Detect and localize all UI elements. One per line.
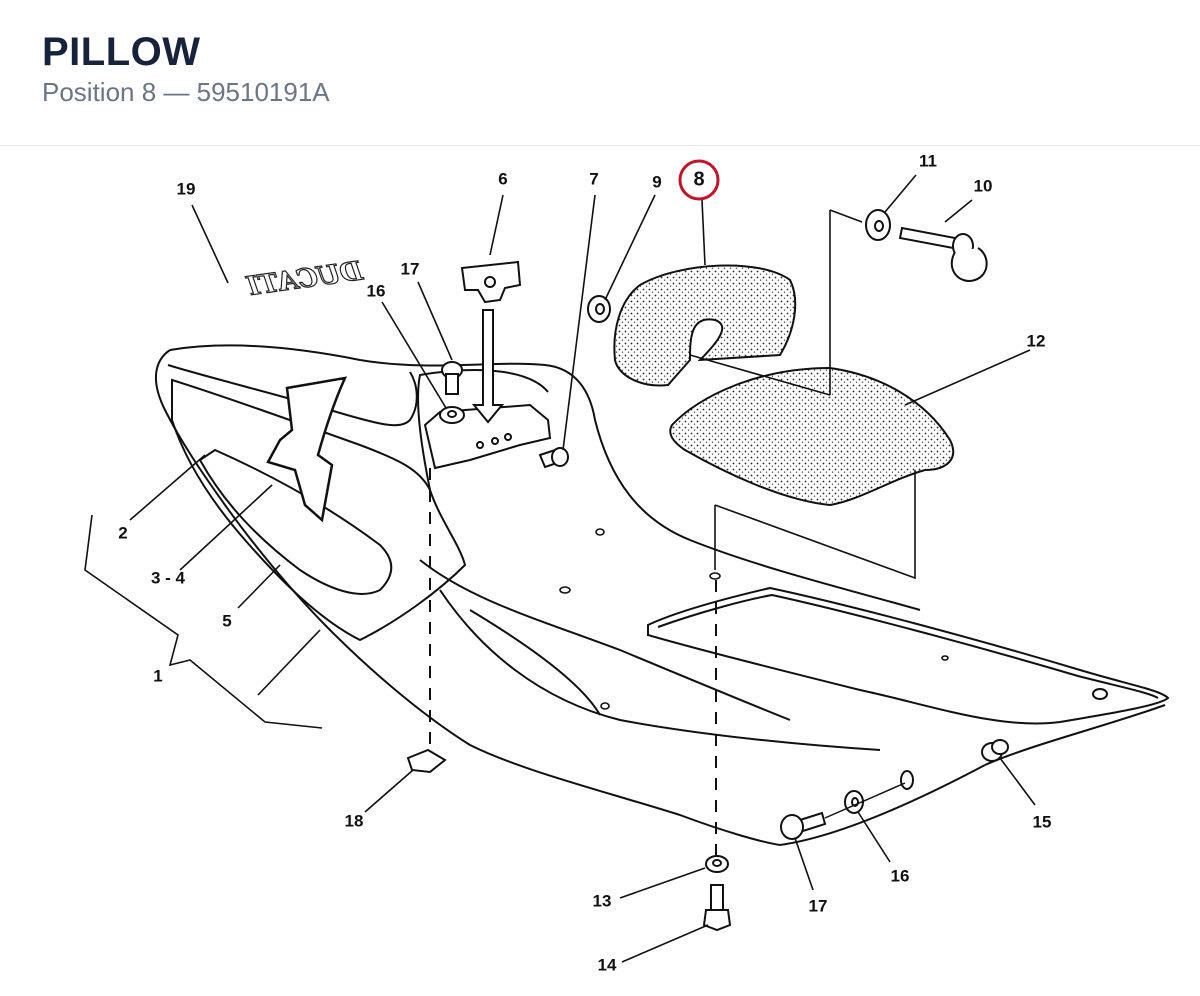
callout-9[interactable]: 9 [652, 172, 661, 191]
callout-19[interactable]: 19 [177, 179, 196, 198]
callout-5[interactable]: 5 [222, 611, 231, 630]
seat-part [669, 366, 955, 507]
grommet [900, 770, 914, 790]
dashed-alignment-lines [429, 468, 717, 855]
callout-13[interactable]: 13 [593, 891, 612, 910]
logo-text: DUCATI [244, 256, 365, 302]
seat-guide-lines [689, 209, 916, 580]
screw-7 [538, 447, 569, 469]
callout-12[interactable]: 12 [1027, 331, 1046, 350]
pillow-part [613, 264, 797, 387]
callout-1[interactable]: 1 [153, 666, 162, 685]
callout-3-4[interactable]: 3 - 4 [151, 568, 186, 587]
number-one-decal [266, 376, 348, 523]
washer-9 [587, 295, 611, 323]
assembly-arrow [471, 309, 505, 424]
selected-callout-ring [678, 159, 720, 201]
callout-2[interactable]: 2 [118, 523, 127, 542]
fastener-axis-line [824, 782, 906, 819]
callout-7[interactable]: 7 [589, 169, 598, 188]
side-cover-part [167, 364, 549, 642]
callout-16-bottom[interactable]: 16 [891, 866, 910, 885]
callout-18[interactable]: 18 [345, 811, 364, 830]
screw-17-top [441, 361, 463, 395]
part-title: PILLOW [42, 30, 201, 74]
washer-13 [705, 855, 729, 873]
callout-17-bottom[interactable]: 17 [809, 896, 828, 915]
callout-14[interactable]: 14 [598, 955, 617, 974]
callout-10[interactable]: 10 [974, 176, 993, 195]
part-subtitle: Position 8 — 59510191A [42, 77, 330, 107]
bracket-part [460, 260, 522, 304]
callout-11[interactable]: 11 [919, 151, 937, 170]
nut-18 [406, 748, 447, 774]
callout-17-top[interactable]: 17 [401, 259, 420, 278]
callout-15[interactable]: 15 [1033, 812, 1052, 831]
body-holes [559, 528, 949, 710]
screw-17-bottom [780, 811, 827, 840]
exploded-parts-diagram: DUCATI [0, 146, 1200, 991]
logo-decal: DUCATI [244, 256, 366, 303]
page-header: PILLOW Position 8 — 59510191A [0, 0, 1200, 146]
bolt-14 [702, 884, 732, 932]
under-tray-part [647, 586, 1170, 725]
callout-8[interactable]: 8 [693, 168, 704, 190]
bushing-15 [981, 739, 1009, 762]
callout-16-top[interactable]: 16 [367, 281, 386, 300]
callout-labels: 19 6 7 9 8 11 10 12 17 16 2 3 - 4 5 1 18… [118, 151, 1051, 974]
washer-16-top [439, 406, 465, 424]
callout-6[interactable]: 6 [498, 169, 507, 188]
mounting-plate [423, 403, 552, 470]
pin-10 [898, 226, 988, 282]
washer-11 [865, 209, 891, 241]
leader-lines [84, 174, 1036, 963]
